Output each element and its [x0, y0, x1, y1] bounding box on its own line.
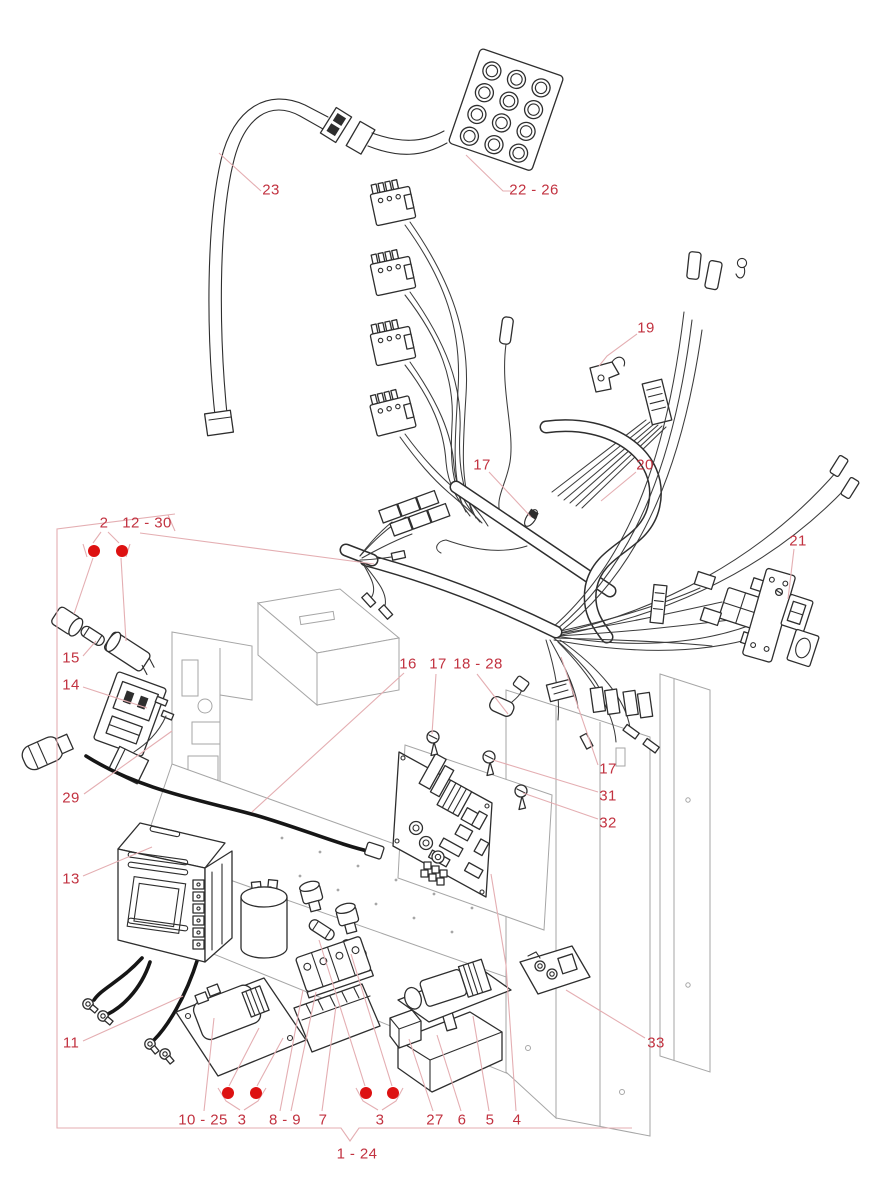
dot-leader-4	[318, 939, 366, 1087]
cable-tie	[524, 508, 539, 527]
dot-leader-3	[256, 1037, 284, 1087]
pump-assembly	[397, 958, 512, 1023]
group-bracket-1-24	[56, 513, 632, 1142]
filter-board	[175, 977, 307, 1077]
bracket-2-mark-right	[125, 543, 131, 558]
main-pcb	[392, 744, 553, 931]
leader-23-0	[218, 152, 262, 192]
bracket-3b-right	[381, 1087, 404, 1111]
bracket-2-left	[92, 531, 102, 544]
leader-17-a-0	[488, 471, 532, 518]
leader-11-0	[82, 995, 184, 1042]
red-dot-2	[116, 545, 128, 557]
ribbon-cable	[203, 98, 353, 437]
leader-31-0	[492, 759, 599, 793]
socket-switch	[786, 628, 820, 668]
bracket-3a-right	[243, 1087, 267, 1111]
red-dot-markers	[88, 545, 399, 1099]
leader-32-0	[522, 792, 599, 820]
leader-15-0	[82, 640, 97, 657]
leader-16-0	[251, 672, 405, 813]
leader-7-0	[321, 1005, 337, 1112]
leader-lines	[56, 152, 795, 1142]
dot-leader-0	[73, 557, 94, 615]
bracket-3a-left	[217, 1087, 241, 1111]
leader-14-0	[82, 686, 148, 709]
red-dot-3-a	[250, 1087, 262, 1099]
leader-12-30-0	[139, 532, 375, 565]
keypad-buttons	[459, 61, 551, 163]
connector-column-harness	[366, 176, 489, 527]
main-wiring-harness	[339, 251, 860, 754]
leader-29-0	[83, 730, 173, 795]
leader-33-0	[565, 989, 646, 1039]
leader-22-26-0	[465, 154, 511, 192]
dot-leader-2	[228, 1027, 260, 1087]
leader-18-28-0	[476, 673, 509, 715]
capacitor	[240, 878, 288, 959]
leader-27-0	[408, 1038, 434, 1112]
switch-panel	[742, 567, 820, 668]
leader-17-b-0	[431, 673, 437, 735]
dot-leader-1	[120, 557, 127, 642]
chassis-frame	[119, 588, 711, 1137]
rocker-switch	[780, 593, 814, 633]
cable-clip	[589, 356, 626, 393]
leader-13-0	[82, 846, 153, 877]
leader-6-0	[436, 1034, 462, 1112]
red-dot-3-b	[387, 1087, 399, 1099]
leader-5-0	[472, 1015, 490, 1112]
display-ribbon-connector	[551, 378, 673, 509]
dot-leader-5	[350, 953, 393, 1087]
terminal-strip	[192, 879, 205, 950]
leader-4-0	[490, 873, 517, 1112]
fuse-holder-assembly	[51, 606, 155, 676]
bracket-2-right	[107, 531, 120, 544]
keypad-ribbon	[345, 120, 448, 155]
terminal-block	[295, 936, 374, 999]
leader-8-9-1	[290, 991, 317, 1112]
leader-10-25-0	[203, 1017, 215, 1112]
red-dot-3-b	[360, 1087, 372, 1099]
bracket-2-mark-left	[82, 543, 88, 558]
transformer	[80, 822, 233, 1067]
fuse-holders	[299, 880, 360, 935]
leader-8-9-0	[279, 989, 304, 1112]
harness-sleeve-upper	[436, 480, 617, 598]
leader-17-c-0	[560, 656, 599, 766]
temperature-sensor-probe	[498, 316, 514, 517]
leader-20-0	[600, 471, 637, 502]
small-box	[389, 1009, 422, 1049]
red-dot-3-a	[222, 1087, 234, 1099]
harness-sleeve-s	[539, 419, 662, 644]
leader-19-0	[598, 333, 638, 367]
leader-21-0	[787, 548, 795, 600]
power-cord	[21, 733, 385, 860]
tick-12-30	[167, 514, 176, 532]
small-pcb	[519, 945, 591, 995]
spade-terminals-top	[686, 251, 748, 291]
ribbon-connector	[319, 106, 353, 144]
mounting-screw	[426, 730, 440, 757]
bracket-3b-left	[355, 1087, 379, 1111]
keypad-panel	[448, 48, 564, 171]
red-dot-2	[88, 545, 100, 557]
